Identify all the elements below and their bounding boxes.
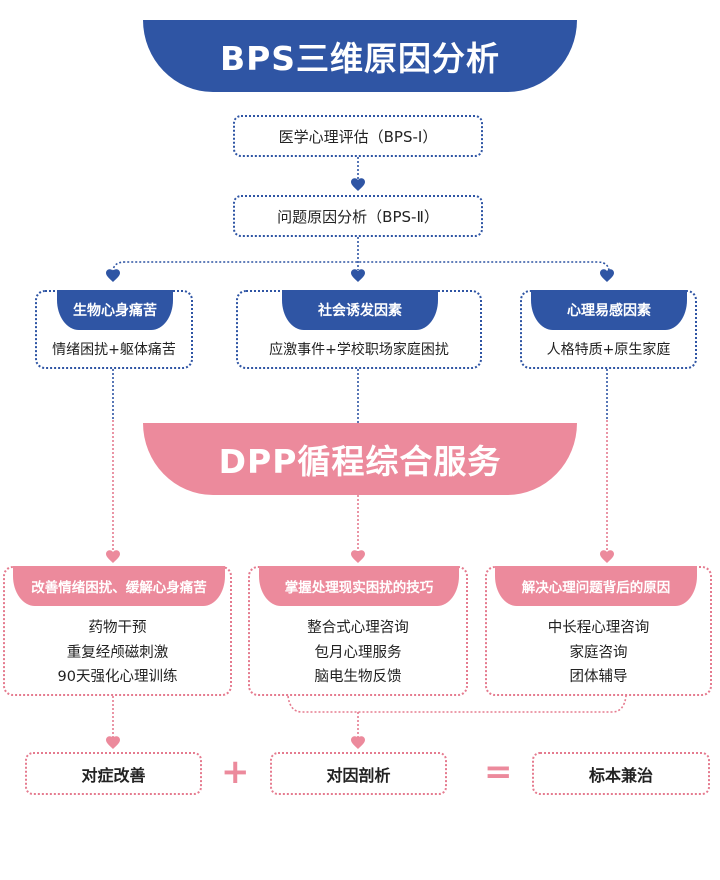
- service-item: 重复经颅磁刺激: [66, 644, 169, 661]
- bps-step-2: 问题原因分析（BPS-Ⅱ）: [233, 195, 483, 237]
- heart-arrow-icon: [351, 269, 365, 282]
- service-item: 家庭咨询: [569, 644, 628, 661]
- heart-arrow-icon: [106, 736, 120, 749]
- connector-bracket: [287, 695, 627, 713]
- service-item: 中长程心理咨询: [547, 620, 650, 636]
- service-card-symptom: 改善情绪困扰、缓解心身痛苦 药物干预 重复经颅磁刺激 90天强化心理训练: [3, 566, 232, 696]
- service-item: 包月心理服务: [314, 644, 402, 661]
- service-item: 团体辅导: [569, 669, 628, 685]
- service-item: 脑电生物反馈: [314, 669, 402, 685]
- factor-body: 人格特质+原生家庭: [546, 342, 671, 358]
- factor-card-social: 社会诱发因素 应激事件+学校职场家庭困扰: [236, 290, 482, 369]
- heart-arrow-icon: [600, 269, 614, 282]
- factor-header: 社会诱发因素: [282, 290, 438, 330]
- factor-body: 情绪困扰+躯体痛苦: [52, 342, 176, 358]
- service-card-skills: 掌握处理现实困扰的技巧 整合式心理咨询 包月心理服务 脑电生物反馈: [248, 566, 468, 696]
- factor-card-psychological: 心理易感因素 人格特质+原生家庭: [520, 290, 697, 369]
- result-symptom: 对症改善: [25, 752, 202, 795]
- factor-header: 心理易感因素: [531, 290, 687, 330]
- service-header: 改善情绪困扰、缓解心身痛苦: [13, 566, 225, 606]
- service-item: 药物干预: [88, 620, 147, 636]
- factor-card-biological: 生物心身痛苦 情绪困扰+躯体痛苦: [35, 290, 193, 369]
- heart-arrow-icon: [106, 269, 120, 282]
- factor-header: 生物心身痛苦: [57, 290, 173, 330]
- service-item: 90天强化心理训练: [57, 669, 178, 685]
- connector-branch: [112, 261, 610, 273]
- result-both: 标本兼治: [532, 752, 710, 795]
- bps-title-banner: BPS三维原因分析: [143, 20, 577, 92]
- plus-sign: +: [221, 752, 250, 792]
- dpp-title-banner: DPP循程综合服务: [143, 423, 577, 495]
- bps-step-1: 医学心理评估（BPS-Ⅰ）: [233, 115, 483, 157]
- heart-arrow-icon: [106, 550, 120, 563]
- service-header: 掌握处理现实困扰的技巧: [259, 566, 459, 606]
- heart-arrow-icon: [351, 550, 365, 563]
- equals-sign: =: [484, 752, 513, 792]
- factor-body: 应激事件+学校职场家庭困扰: [269, 342, 449, 358]
- heart-arrow-icon: [600, 550, 614, 563]
- result-cause: 对因剖析: [270, 752, 447, 795]
- heart-arrow-icon: [351, 178, 365, 191]
- service-card-cause: 解决心理问题背后的原因 中长程心理咨询 家庭咨询 团体辅导: [485, 566, 712, 696]
- heart-arrow-icon: [351, 736, 365, 749]
- service-header: 解决心理问题背后的原因: [495, 566, 697, 606]
- service-item: 整合式心理咨询: [307, 620, 409, 636]
